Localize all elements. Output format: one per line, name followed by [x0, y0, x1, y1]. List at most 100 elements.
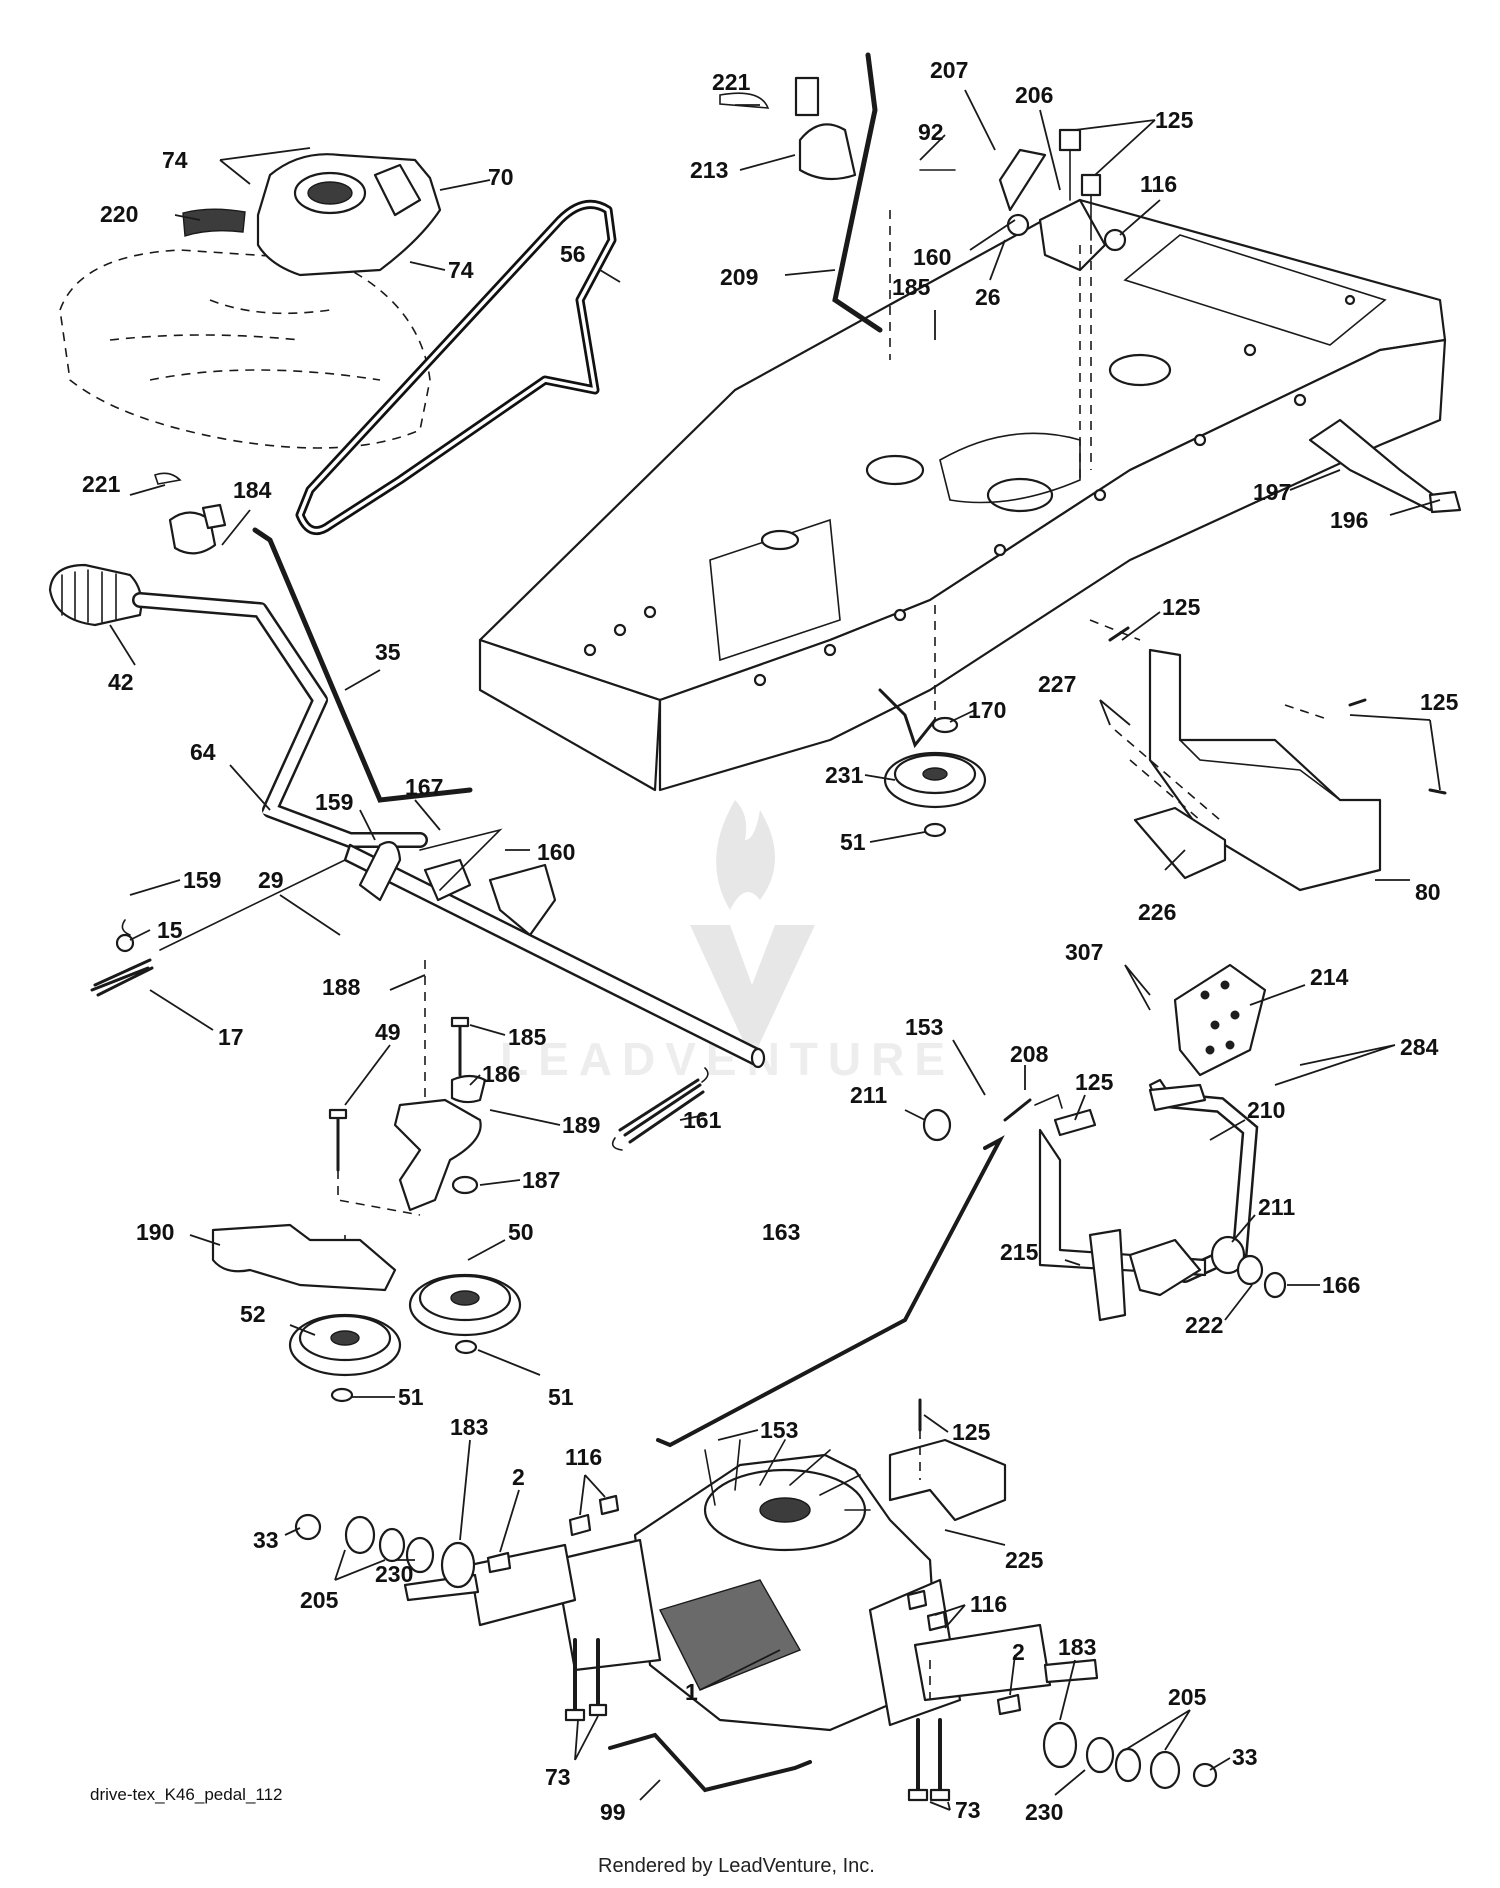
callout-153b: 153: [760, 1417, 798, 1443]
callout-226: 226: [1138, 899, 1176, 925]
callout-50: 50: [508, 1219, 534, 1245]
callout-230b: 230: [1025, 1799, 1063, 1825]
callout-225: 225: [1005, 1547, 1044, 1573]
axle-hardware-left: [294, 1513, 512, 1589]
callout-185a: 185: [892, 274, 931, 300]
callout-70: 70: [488, 164, 514, 190]
credit-text: Rendered by LeadVenture, Inc.: [598, 1855, 875, 1877]
callout-64: 64: [190, 739, 216, 765]
callout-185b: 185: [508, 1024, 547, 1050]
callout-160a: 160: [913, 244, 951, 270]
callout-125b: 125: [1162, 594, 1201, 620]
callout-15: 15: [157, 917, 183, 943]
callout-29: 29: [258, 867, 284, 893]
callout-167: 167: [405, 774, 443, 800]
callout-197: 197: [1253, 479, 1291, 505]
callout-80: 80: [1415, 879, 1441, 905]
lift-lever-assembly: [48, 472, 473, 848]
callout-125d: 125: [1075, 1069, 1114, 1095]
callout-196: 196: [1330, 507, 1368, 533]
callout-116a: 116: [1140, 171, 1177, 197]
callout-99: 99: [600, 1799, 626, 1825]
callout-52: 52: [240, 1301, 266, 1327]
belt-guard-80: [1089, 619, 1447, 892]
callout-74b: 74: [448, 257, 474, 283]
callout-221a: 221: [712, 69, 751, 95]
callout-159b: 159: [183, 867, 221, 893]
callout-208: 208: [1010, 1041, 1049, 1067]
pulley-52: [288, 1313, 402, 1403]
callout-73b: 73: [955, 1797, 981, 1823]
callout-227: 227: [1038, 671, 1076, 697]
callout-51b: 51: [398, 1384, 424, 1410]
callout-190: 190: [136, 1219, 174, 1245]
callout-183b: 183: [1058, 1634, 1096, 1660]
callout-221b: 221: [82, 471, 121, 497]
callout-183a: 183: [450, 1414, 488, 1440]
mount-bolts: [564, 1398, 951, 1802]
callout-74a: 74: [162, 147, 188, 173]
callout-205a: 205: [300, 1587, 339, 1613]
callout-163: 163: [762, 1219, 800, 1245]
callout-210: 210: [1247, 1097, 1285, 1123]
callout-222: 222: [1185, 1312, 1223, 1338]
callout-220: 220: [100, 201, 138, 227]
callout-206: 206: [1015, 82, 1053, 108]
transaxle: [403, 1430, 1099, 1732]
callout-26: 26: [975, 284, 1001, 310]
watermark-logo: LEADVENTURE: [500, 800, 945, 1085]
extension-spring-161: [611, 1067, 709, 1151]
callout-56: 56: [560, 241, 586, 267]
callout-211a: 211: [850, 1082, 887, 1108]
callout-2b: 2: [1012, 1639, 1025, 1665]
callout-161: 161: [683, 1107, 722, 1133]
callout-160b: 160: [537, 839, 575, 865]
callout-159a: 159: [315, 789, 353, 815]
callout-51c: 51: [548, 1384, 574, 1410]
callout-205b: 205: [1168, 1684, 1207, 1710]
callout-215: 215: [1000, 1239, 1039, 1265]
callout-92: 92: [918, 119, 944, 145]
cross-shaft: [90, 828, 766, 1069]
callout-153a: 153: [905, 1014, 943, 1040]
callout-214: 214: [1310, 964, 1349, 990]
fender-assembly: [59, 153, 442, 449]
callout-17: 17: [218, 1024, 244, 1050]
chassis-frame: [478, 198, 1447, 792]
callout-33a: 33: [253, 1527, 279, 1553]
idler-bracket-assembly: [211, 960, 487, 1292]
callout-170: 170: [968, 697, 1006, 723]
callout-125a: 125: [1155, 107, 1194, 133]
callout-116c: 116: [970, 1591, 1007, 1617]
callout-211b: 211: [1258, 1194, 1295, 1220]
callout-284: 284: [1400, 1034, 1439, 1060]
callout-184: 184: [233, 477, 272, 503]
shift-lever-assembly: [719, 52, 1462, 514]
callout-186: 186: [482, 1061, 520, 1087]
callout-125e: 125: [952, 1419, 991, 1445]
callout-2a: 2: [512, 1464, 525, 1490]
callout-188: 188: [322, 974, 361, 1000]
callout-189: 189: [562, 1112, 600, 1138]
callout-213: 213: [690, 157, 728, 183]
callout-166: 166: [1322, 1272, 1360, 1298]
drive-belt: [295, 199, 617, 536]
callout-187: 187: [522, 1167, 560, 1193]
callout-307: 307: [1065, 939, 1103, 965]
callout-49: 49: [375, 1019, 401, 1045]
diagram-code: drive-tex_K46_pedal_112: [90, 1785, 283, 1804]
rod-99: [608, 1732, 812, 1793]
callout-207: 207: [930, 57, 968, 83]
callout-labels: 221 213 74 70 220 74 56 207 92 206 125 1…: [82, 57, 1459, 1825]
pulley-50: [408, 1273, 522, 1355]
callout-230a: 230: [375, 1561, 413, 1587]
callout-33b: 33: [1232, 1744, 1258, 1770]
axle-hardware-right: [996, 1693, 1218, 1790]
leader-lines: [109, 89, 1441, 1811]
callout-51a: 51: [840, 829, 866, 855]
callout-125c: 125: [1420, 689, 1459, 715]
callout-116b: 116: [565, 1444, 602, 1470]
callout-35: 35: [375, 639, 401, 665]
callout-231: 231: [825, 762, 864, 788]
